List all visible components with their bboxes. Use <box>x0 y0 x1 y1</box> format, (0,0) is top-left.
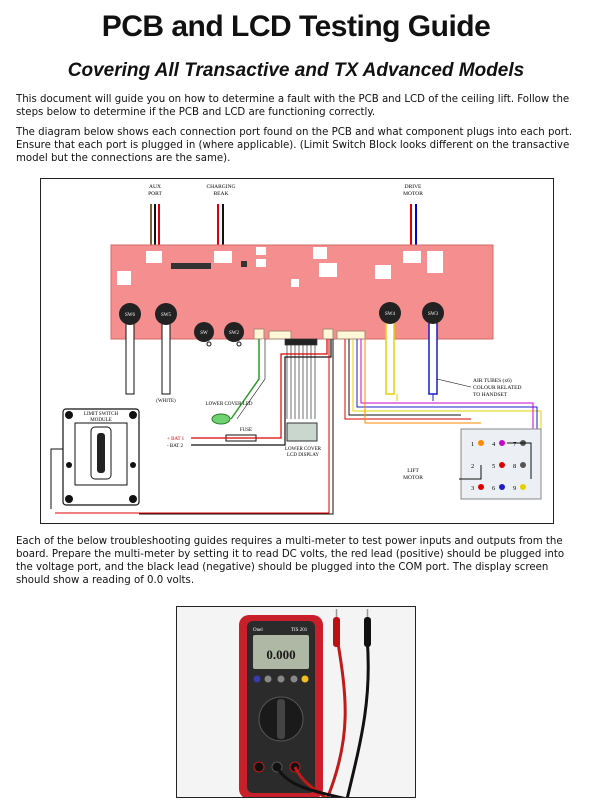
diagram-description-paragraph: The diagram below shows each connection … <box>16 127 573 164</box>
limit-switch-leads <box>50 339 334 515</box>
svg-text:SW2: SW2 <box>229 331 240 336</box>
lcd-display-label-2: LCD DISPLAY <box>287 453 319 458</box>
switch-sw: SW <box>194 322 214 347</box>
lower-cover-led <box>211 413 231 425</box>
svg-text:SW3: SW3 <box>428 312 439 317</box>
lower-cover-led-label: LOWER COVER LED <box>206 402 253 407</box>
bat2-label: - BAT 2 <box>167 444 184 449</box>
svg-text:5: 5 <box>492 463 495 470</box>
svg-text:9: 9 <box>513 485 516 492</box>
svg-text:2: 2 <box>471 463 474 470</box>
svg-text:4: 4 <box>492 441 496 448</box>
lift-motor-label: LIFT <box>407 468 419 474</box>
limit-switch-label-2: MODULE <box>90 418 111 423</box>
aux-port-label: AUX <box>149 184 161 190</box>
svg-text:3: 3 <box>471 485 474 492</box>
aux-port-label-2: PORT <box>148 191 162 197</box>
pcb-wiring-diagram: AUX PORT CHARGING BEAK DRIVE MOTOR SW6 S… <box>40 178 554 524</box>
switch-sw2: SW2 <box>224 322 244 347</box>
white-label: (WHITE) <box>156 399 176 404</box>
lift-motor-label-2: MOTOR <box>403 475 423 481</box>
limit-switch-label: LIMIT SWITCH <box>84 412 119 417</box>
terminal-jumpers <box>459 442 532 480</box>
multimeter-buttons <box>253 675 309 683</box>
svg-text:1: 1 <box>471 441 474 448</box>
multimeter-screen <box>253 635 309 669</box>
svg-text:SW5: SW5 <box>161 313 172 318</box>
fuse-label: FUSE <box>240 428 252 433</box>
switch-sw3: SW3 <box>422 302 444 395</box>
switch-sw5: SW5 <box>155 303 177 395</box>
pcb-components <box>117 247 443 287</box>
multimeter-model: TIS 201 <box>291 628 308 633</box>
lcd-ribbon-cable <box>284 338 318 419</box>
page-title: PCB and LCD Testing Guide <box>101 10 491 43</box>
air-tubes-label-2: COLOUR RELATED <box>473 385 521 391</box>
aux-port-leads <box>150 204 160 249</box>
lcd-display <box>286 422 318 442</box>
bat1-label: + BAT 1 <box>167 437 185 442</box>
charging-beak-label: CHARGING <box>206 184 235 190</box>
led-leads <box>230 339 266 420</box>
svg-text:6: 6 <box>492 485 496 492</box>
svg-text:7: 7 <box>513 441 517 448</box>
drive-motor-label-2: MOTOR <box>403 191 423 197</box>
svg-text:SW: SW <box>200 331 208 336</box>
air-tubes-label-3: TO HANDSET <box>473 392 508 398</box>
air-tubes-label: AIR TUBES (x6) <box>473 377 512 384</box>
charging-beak-leads <box>217 204 224 249</box>
svg-text:SW4: SW4 <box>385 312 396 317</box>
page-subtitle: Covering All Transactive and TX Advanced… <box>67 60 525 81</box>
switch-sw4: SW4 <box>379 302 401 395</box>
switch-sw6: SW6 <box>119 303 141 395</box>
lcd-display-label: LOWER COVER <box>285 447 322 452</box>
terminal-points: 1 4 7 2 5 8 3 6 9 <box>471 440 526 492</box>
battery-leads <box>191 339 332 446</box>
intro-paragraph: This document will guide you on how to d… <box>16 94 570 118</box>
svg-text:8: 8 <box>513 463 516 470</box>
multimeter-reading: 0.000 <box>266 647 295 662</box>
charging-beak-label-2: BEAK <box>214 191 229 197</box>
multimeter-brand: Onel <box>253 628 263 633</box>
svg-text:SW6: SW6 <box>125 313 136 318</box>
drive-motor-label: DRIVE <box>405 184 422 190</box>
multimeter-paragraph: Each of the below troubleshooting guides… <box>16 536 565 586</box>
multimeter-photo: Onel TIS 201 0.000 <box>176 606 416 798</box>
